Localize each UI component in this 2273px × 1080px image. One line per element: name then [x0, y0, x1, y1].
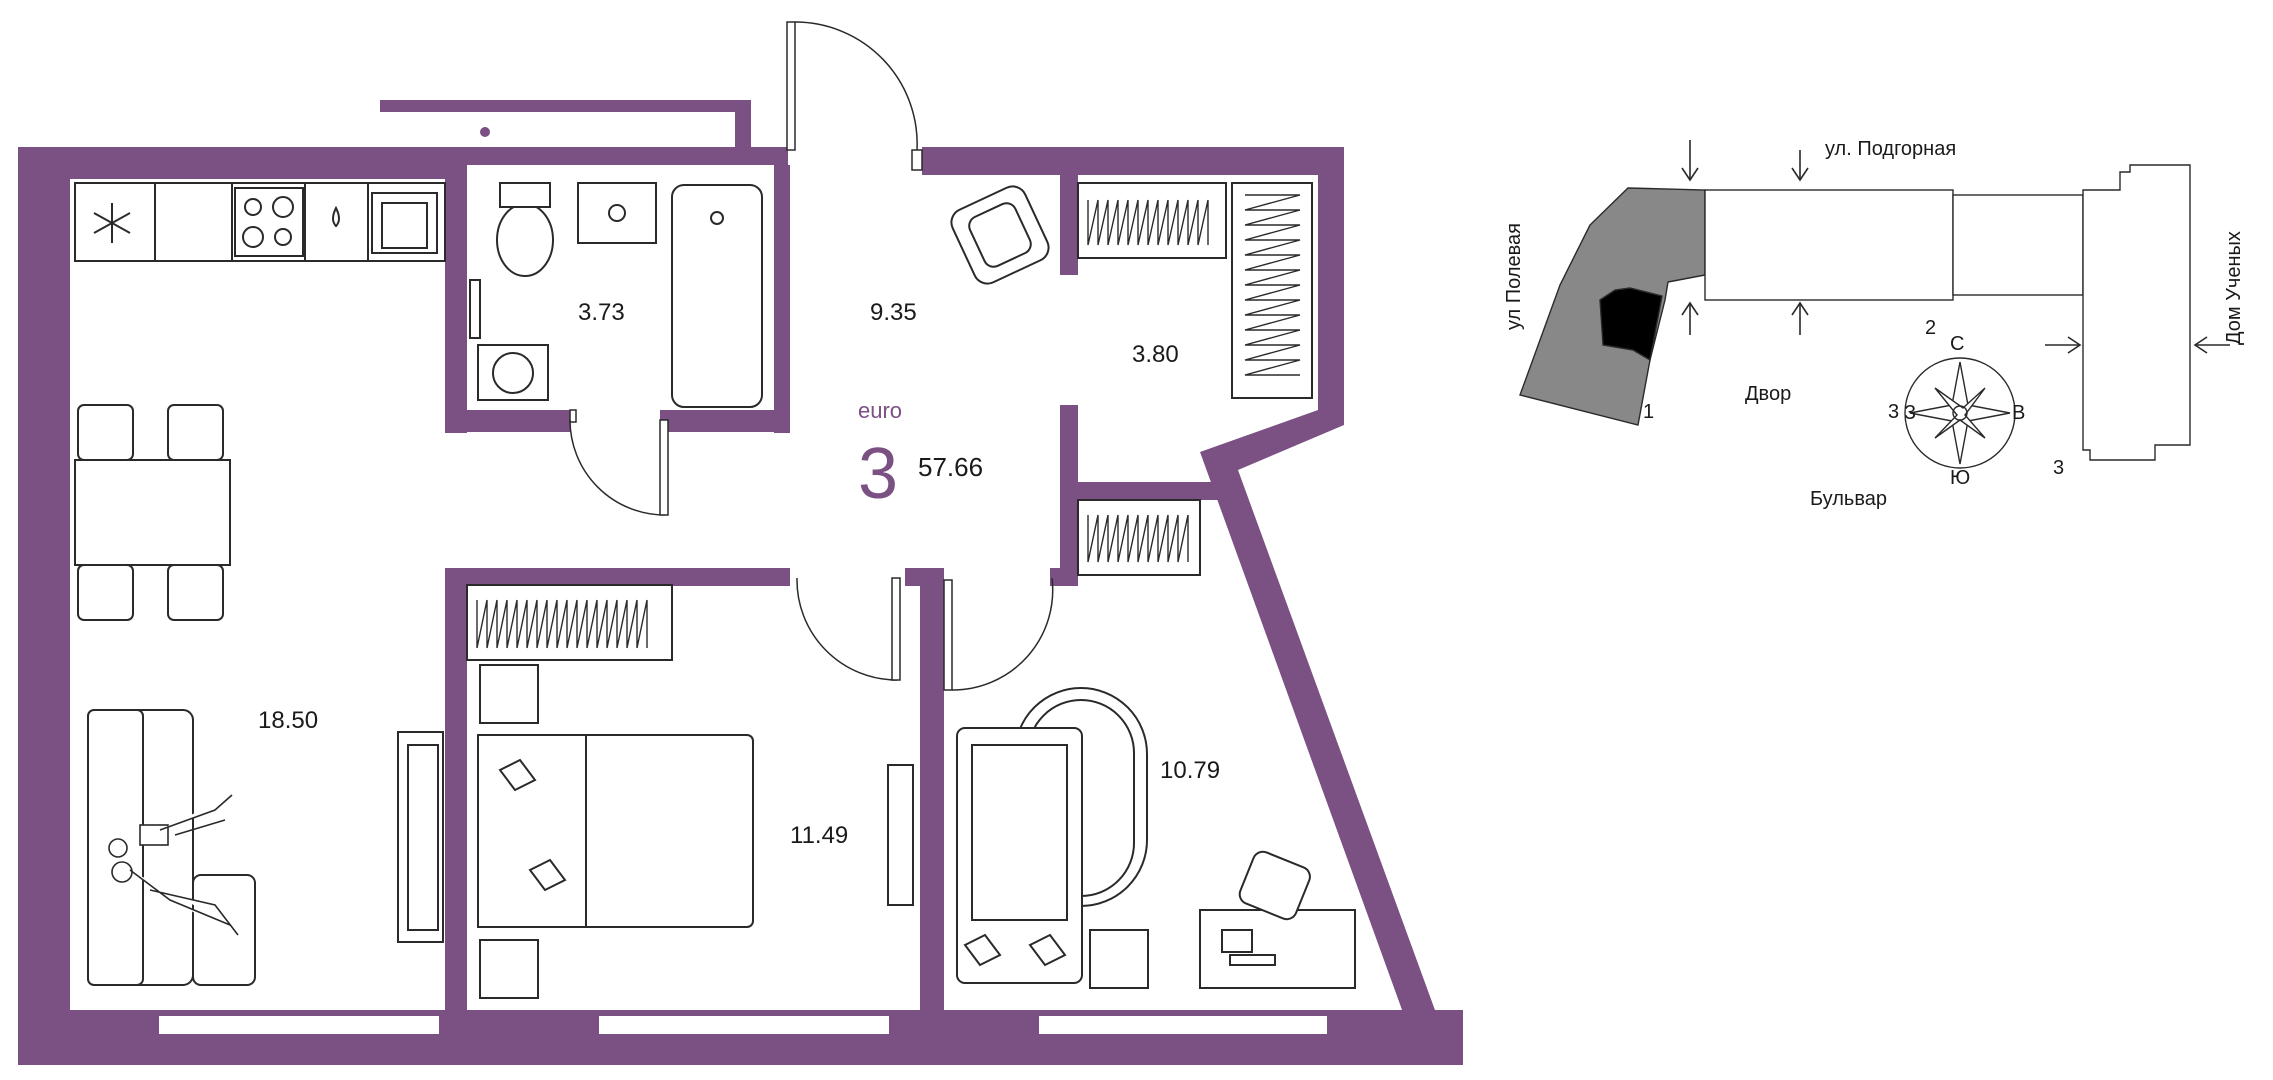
- compass-east: В: [2012, 402, 2025, 424]
- apartment-total-area: 57.66: [918, 452, 983, 482]
- compass-icon: [1904, 357, 2016, 469]
- label-dvor: Двор: [1745, 383, 1791, 405]
- fridge-icon: [93, 203, 131, 243]
- label-bulvar: Бульвар: [1810, 488, 1887, 510]
- tv-bedroom1: [887, 764, 914, 906]
- street-podgornaya: ул. Подгорная: [1825, 138, 1956, 160]
- stove-icon: [234, 187, 304, 257]
- current-building: [1599, 287, 1663, 362]
- wardrobe-vertical: [1231, 182, 1313, 399]
- room-area-bedroom1: 11.49: [790, 822, 848, 849]
- room-area-hall: 9.35: [870, 299, 917, 326]
- bathtub: [671, 184, 763, 408]
- dining-table: [74, 459, 231, 566]
- person-icon: [108, 794, 239, 936]
- marker-3-bottom: 3: [2053, 457, 2064, 479]
- site-plan: [1519, 140, 2230, 469]
- marker-2: 2: [1925, 317, 1936, 339]
- doors: [569, 21, 1054, 691]
- hall-chair: [950, 185, 1050, 285]
- compass-north: С: [1950, 333, 1964, 355]
- apartment-rooms: 3: [858, 434, 898, 514]
- apartment-type-prefix: euro: [858, 398, 902, 423]
- marker-1: 1: [1643, 401, 1654, 423]
- toilet-icon: [496, 203, 554, 277]
- water-drop-icon: [332, 205, 340, 228]
- label-dom-uchenyh: Дом Ученых: [2223, 231, 2245, 345]
- room-area-storage: 3.80: [1132, 341, 1179, 368]
- room-area-living: 18.50: [258, 707, 318, 734]
- wardrobe-bedroom2: [1077, 499, 1201, 576]
- room-area-bathroom: 3.73: [578, 299, 625, 326]
- site-labels: ул. Подгорная ул Полевая Дом Ученых Двор…: [1503, 138, 2245, 510]
- walls: [18, 100, 1463, 1065]
- furniture: [74, 182, 1356, 999]
- entry-marker: [480, 127, 490, 137]
- site-arrows: [1681, 140, 2230, 354]
- site-building-long: [1704, 189, 1954, 301]
- room-labels: 18.50 3.73 9.35 3.80 11.49 10.79: [258, 299, 1220, 849]
- compass-west: З: [1904, 402, 1916, 424]
- site-building-right: [2082, 164, 2191, 461]
- apartment-badge: euro 3 57.66: [858, 398, 983, 514]
- room-area-bedroom2: 10.79: [1160, 757, 1220, 784]
- marker-3-left: 3: [1888, 401, 1899, 423]
- compass-south: Ю: [1950, 467, 1970, 489]
- office-chair: [1238, 850, 1311, 921]
- windows: [157, 1014, 1329, 1036]
- street-polevaya: ул Полевая: [1503, 223, 1525, 330]
